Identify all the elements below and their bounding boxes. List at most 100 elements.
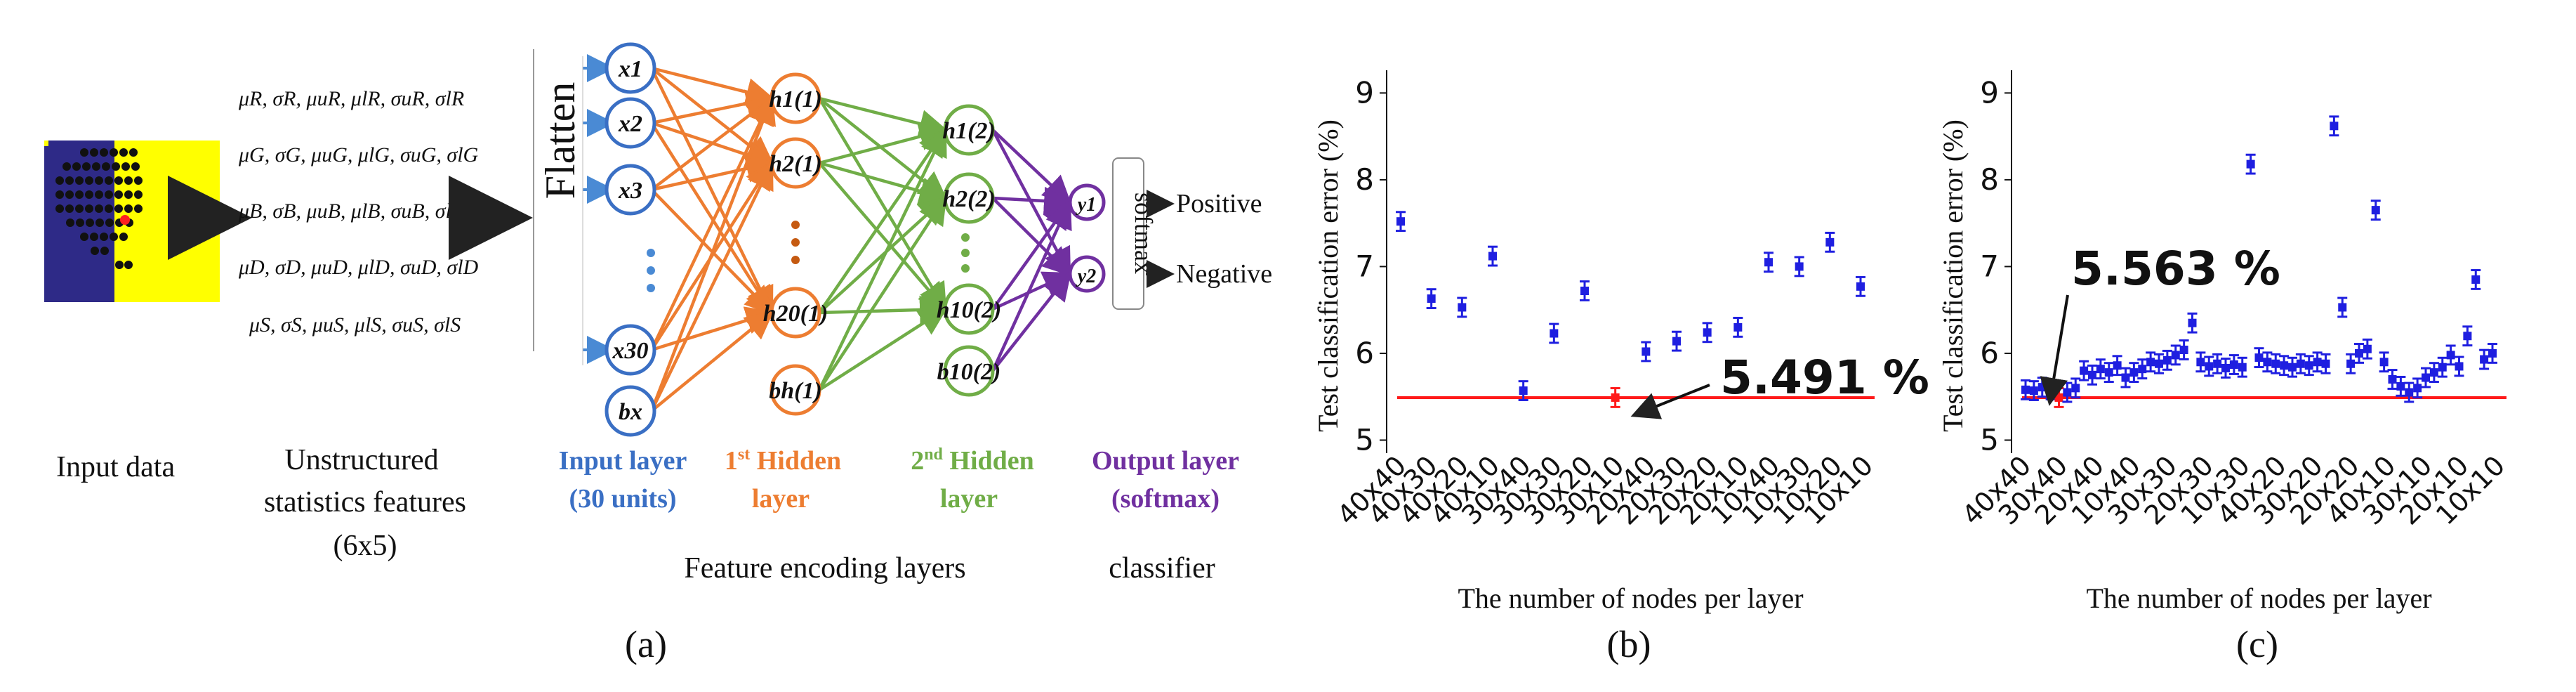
pixel-dot	[75, 176, 84, 185]
y-tick-label: 7	[1355, 249, 1374, 283]
data-point	[2146, 351, 2156, 373]
node-label: y1	[1076, 194, 1096, 216]
pixel-dot	[85, 190, 93, 199]
edge-input-hidden1	[649, 67, 774, 316]
data-point	[2488, 343, 2497, 364]
node-label: bx	[619, 399, 642, 425]
panel-b-annotation-arrow	[1630, 384, 1710, 419]
panel-c-annotation: 5.563 %	[2071, 242, 2280, 296]
edge-hidden1-hidden2	[817, 126, 947, 391]
data-point	[2412, 377, 2423, 399]
y-axis-label: Test classification error (%)	[1937, 119, 1969, 432]
input-node: x30	[605, 324, 656, 376]
panel-a: μR, σR, μuR, μlR, σuR, σlR μG, σG, μuG, …	[44, 42, 1272, 665]
data-point	[1764, 252, 1774, 273]
pixel-dot	[95, 204, 103, 213]
pixel-dot	[55, 176, 64, 185]
data-point	[2154, 353, 2164, 374]
pixel-dot	[102, 162, 110, 171]
pixel-dot	[72, 162, 81, 171]
data-point	[2137, 358, 2148, 380]
node-label: h2(2)	[942, 186, 996, 212]
pixel-dot	[121, 162, 130, 171]
data-point	[1672, 330, 1682, 352]
pixel-dot	[124, 190, 133, 199]
y-tick-label: 5	[1355, 422, 1374, 457]
edge-hidden2-output	[992, 186, 1073, 216]
data-point	[1702, 322, 1712, 344]
data-point	[2304, 355, 2314, 377]
pixel-dot	[119, 233, 128, 241]
edge-input-hidden1	[649, 95, 776, 412]
network-edges	[582, 54, 1073, 412]
output-node: y1	[1068, 183, 1106, 221]
data-point	[1549, 322, 1559, 344]
y-tick-label: 7	[1980, 249, 1999, 283]
edge-hidden2-output	[991, 197, 1072, 277]
edge-hidden1-hidden2	[818, 195, 947, 391]
pixel-dot	[124, 261, 133, 269]
data-point	[2370, 200, 2381, 221]
edge-hidden2-output	[991, 199, 1072, 372]
node-label: x30	[612, 338, 649, 364]
panel-c-label: (c)	[2236, 623, 2278, 665]
pixel-dot	[80, 233, 88, 241]
pixel-dot	[95, 176, 103, 185]
pixel-dot	[134, 190, 143, 199]
edge-input-hidden1	[650, 311, 774, 412]
pixel-dot	[55, 204, 64, 213]
node-label: x3	[618, 178, 642, 204]
hidden2-node: h10(2)	[937, 283, 1001, 335]
data-point	[2212, 353, 2223, 374]
data-point	[2471, 269, 2481, 290]
feature-row: μG, σG, μuG, μlG, σuG, σlG	[238, 143, 479, 167]
input-image	[44, 141, 220, 302]
pixel-dot	[65, 176, 74, 185]
data-point	[2028, 380, 2039, 401]
data-point	[1426, 288, 1436, 310]
softmax-box	[1112, 157, 1144, 310]
data-point	[2087, 364, 2097, 386]
pixel-dot	[114, 190, 123, 199]
input-data-caption: Input data	[56, 451, 175, 483]
pixel-dot	[112, 162, 120, 171]
feature-encoding-caption: Feature encoding layers	[684, 552, 965, 585]
panel-b-label: (b)	[1607, 623, 1651, 665]
data-point	[2362, 338, 2372, 360]
input-node: bx	[605, 385, 656, 437]
pixel-dot	[55, 190, 64, 199]
pixel-highlight	[120, 215, 130, 225]
y-tick-label: 8	[1980, 162, 1999, 197]
layer-labels: Input layer (30 units) 1st Hidden layer …	[559, 445, 1239, 514]
y-tick-label: 9	[1980, 75, 1999, 110]
y-tick-label: 6	[1980, 336, 1999, 370]
data-point	[2346, 353, 2356, 374]
data-point	[1641, 341, 1651, 363]
data-point	[2396, 375, 2406, 397]
data-point	[2279, 355, 2290, 377]
output-node: y2	[1068, 255, 1106, 293]
node-label: h20(1)	[763, 301, 828, 327]
data-point	[2479, 348, 2490, 370]
hidden2-layer-label: layer	[940, 484, 998, 514]
data-point	[2262, 351, 2273, 373]
hidden1-node: h1(1)	[769, 72, 822, 124]
pixel-dot	[114, 204, 123, 213]
y-axis-label: Test classification error (%)	[1312, 119, 1344, 432]
layer-ellipsis	[647, 221, 970, 292]
pixel-dot	[124, 176, 133, 185]
input-node: x3	[605, 164, 656, 216]
data-point	[2271, 353, 2281, 374]
data-point	[2421, 367, 2431, 389]
edge-hidden1-hidden2	[818, 307, 948, 391]
pixel-dot	[131, 162, 140, 171]
feature-row: μD, σD, μuD, μlD, σuD, σlD	[238, 256, 479, 279]
data-point	[2112, 355, 2122, 377]
hidden1-node: h2(1)	[769, 137, 822, 189]
hidden2-node: h1(2)	[942, 104, 996, 156]
hidden2-layer-label: 2nd Hidden	[911, 445, 1034, 476]
panel-b-annotation: 5.491 %	[1720, 351, 1929, 405]
pixel-dot	[85, 204, 93, 213]
pixel-dot	[134, 204, 143, 213]
data-point	[2287, 356, 2297, 378]
